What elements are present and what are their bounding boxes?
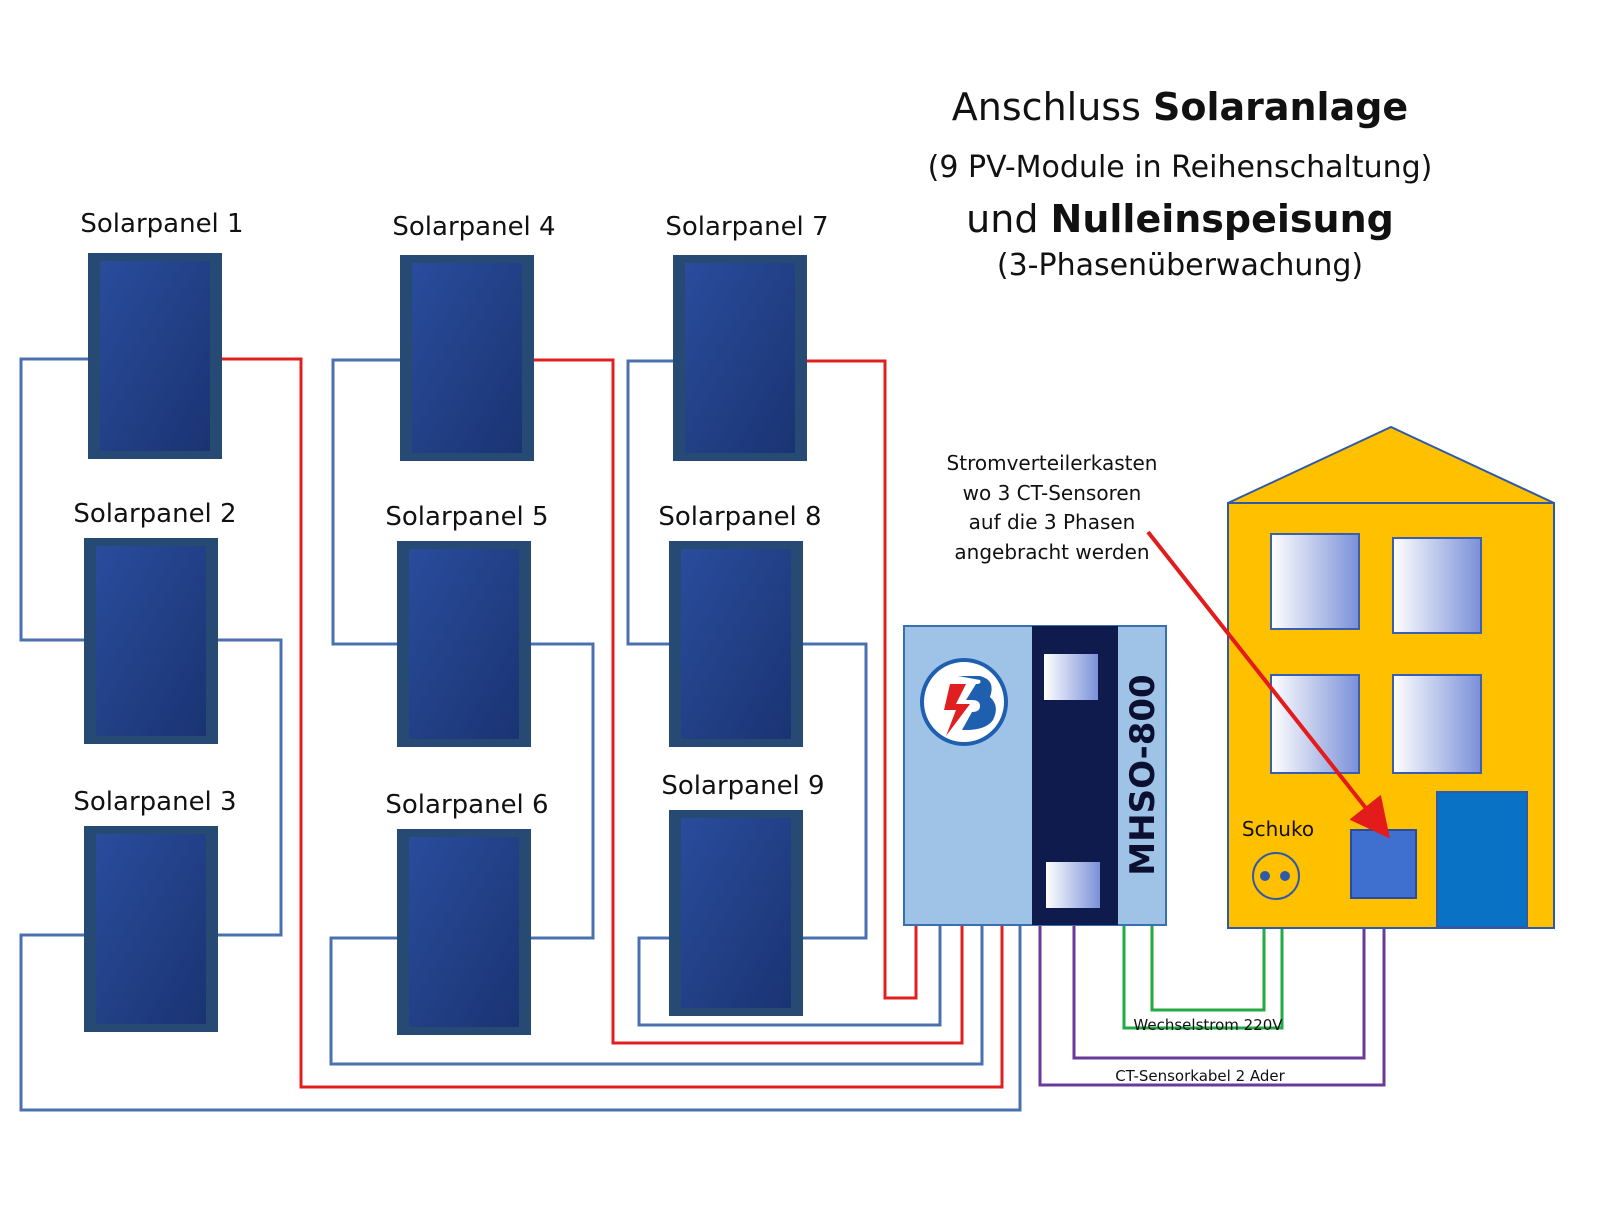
solar-panel-2[interactable]: Solarpanel 2 — [73, 499, 237, 744]
wires — [19, 357, 1386, 1112]
panel-cell — [409, 549, 519, 739]
panel-label: Solarpanel 5 — [385, 502, 548, 532]
schuko-socket[interactable] — [1252, 852, 1300, 900]
solar-panels: Solarpanel 1 Solarpanel 2 Solarpanel 3 S… — [73, 209, 829, 1035]
panel-cell — [409, 837, 519, 1027]
panel-cell — [96, 546, 206, 736]
wire-p2-p3 — [218, 638, 283, 937]
house: Schuko — [1227, 425, 1555, 929]
arrow-icon — [1146, 530, 1390, 839]
panel-label: Solarpanel 1 — [80, 209, 243, 239]
panel-cell — [681, 818, 791, 1008]
title-block: Anschluss Solaranlage (9 PV-Module in Re… — [928, 85, 1433, 283]
annotation-line-2: wo 3 CT-Sensoren — [963, 481, 1142, 505]
wire-ac-l — [1122, 880, 1284, 1030]
annotation-line-3: auf die 3 Phasen — [969, 510, 1136, 534]
panel-cell — [681, 549, 791, 739]
house-door — [1436, 791, 1528, 928]
schuko-label: Schuko — [1242, 817, 1314, 841]
house-window — [1392, 537, 1482, 634]
device-window-top — [1044, 654, 1098, 700]
distribution-box[interactable] — [1350, 829, 1417, 899]
house-window — [1392, 674, 1482, 774]
solar-panel-8[interactable]: Solarpanel 8 — [658, 502, 822, 747]
solar-panel-4[interactable]: Solarpanel 4 — [392, 212, 556, 461]
panel-cell — [96, 834, 206, 1024]
wire-p6-neg — [329, 925, 984, 1066]
device-model: MHSO-800 — [1123, 674, 1163, 875]
panel-label: Solarpanel 9 — [661, 771, 824, 801]
annotation-line-1: Stromverteilerkasten — [947, 451, 1158, 475]
panel-label: Solarpanel 6 — [385, 790, 548, 820]
panel-label: Solarpanel 2 — [73, 499, 236, 529]
panel-label: Solarpanel 3 — [73, 787, 236, 817]
solar-panel-6[interactable]: Solarpanel 6 — [385, 790, 549, 1035]
wire-p9-neg — [637, 925, 942, 1027]
wire-p7-neg — [626, 359, 673, 646]
wire-p1-pos — [222, 357, 1004, 1089]
wire-p8-p9 — [803, 642, 868, 940]
panel-cell — [412, 263, 522, 453]
panel-label: Solarpanel 8 — [658, 502, 821, 532]
solar-panel-3[interactable]: Solarpanel 3 — [73, 787, 237, 1032]
annotation: Stromverteilerkasten wo 3 CT-Sensoren au… — [947, 451, 1390, 839]
wire-ac-n — [1150, 880, 1266, 1012]
socket-pin-icon — [1280, 871, 1290, 881]
wire-p3-neg — [19, 925, 1022, 1112]
title-line4: (3-Phasenüberwachung) — [997, 248, 1363, 283]
title-line2: (9 PV-Module in Reihenschaltung) — [928, 150, 1433, 185]
wire-p7-pos — [807, 359, 918, 1000]
solar-panel-9[interactable]: Solarpanel 9 — [661, 771, 825, 1016]
title-line1: Anschluss Solaranlage — [952, 85, 1408, 129]
wire-p1-neg — [19, 357, 88, 642]
panel-cell — [100, 261, 210, 451]
panel-label: Solarpanel 7 — [665, 212, 828, 242]
panel-cell — [685, 263, 795, 453]
house-window — [1270, 674, 1360, 774]
wire-p4-pos — [534, 358, 964, 1045]
device-window-bottom — [1046, 862, 1100, 908]
cable-label-ct: CT-Sensorkabel 2 Ader — [1115, 1067, 1285, 1085]
wire-ct-a — [1072, 898, 1366, 1060]
solar-panel-5[interactable]: Solarpanel 5 — [385, 502, 549, 747]
inverter-mhso-800[interactable]: MHSO-800 — [903, 625, 1167, 926]
house-roof — [1227, 425, 1555, 504]
lightning-b-logo-icon — [920, 658, 1008, 746]
cable-label-ac: Wechselstrom 220V — [1133, 1016, 1283, 1034]
wire-p4-neg — [331, 358, 400, 646]
title-line3: und Nulleinspeisung — [966, 197, 1394, 241]
panel-label: Solarpanel 4 — [392, 212, 555, 242]
wire-ct-b — [1038, 898, 1386, 1087]
annotation-line-4: angebracht werden — [954, 540, 1149, 564]
socket-pin-icon — [1260, 871, 1270, 881]
wire-p5-p6 — [530, 642, 595, 940]
solar-panel-1[interactable]: Solarpanel 1 — [80, 209, 244, 459]
solar-panel-7[interactable]: Solarpanel 7 — [665, 212, 829, 461]
house-window — [1270, 533, 1360, 630]
